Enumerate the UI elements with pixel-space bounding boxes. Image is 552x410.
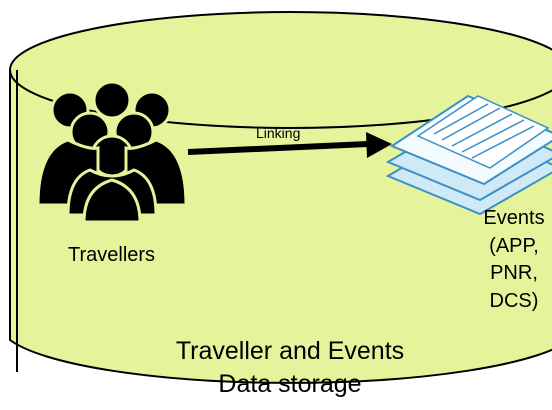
travellers-label: Travellers: [68, 244, 156, 266]
events-label: Events (APP, PNR, DCS): [468, 205, 552, 315]
stacked-documents-icon: [385, 94, 552, 216]
group-of-people-icon: [36, 80, 188, 224]
storage-label-line: Data storage: [218, 370, 362, 398]
storage-label-line: Traveller and Events: [175, 337, 405, 365]
linking-arrow: [187, 132, 392, 158]
events-label-line: Events: [483, 207, 545, 229]
events-label-line: PNR,: [490, 262, 538, 284]
storage-label: Traveller and Events Data storage: [140, 335, 440, 401]
events-label-line: (APP,: [489, 234, 539, 257]
linking-label: Linking: [256, 125, 301, 141]
events-label-line: DCS): [489, 289, 539, 312]
